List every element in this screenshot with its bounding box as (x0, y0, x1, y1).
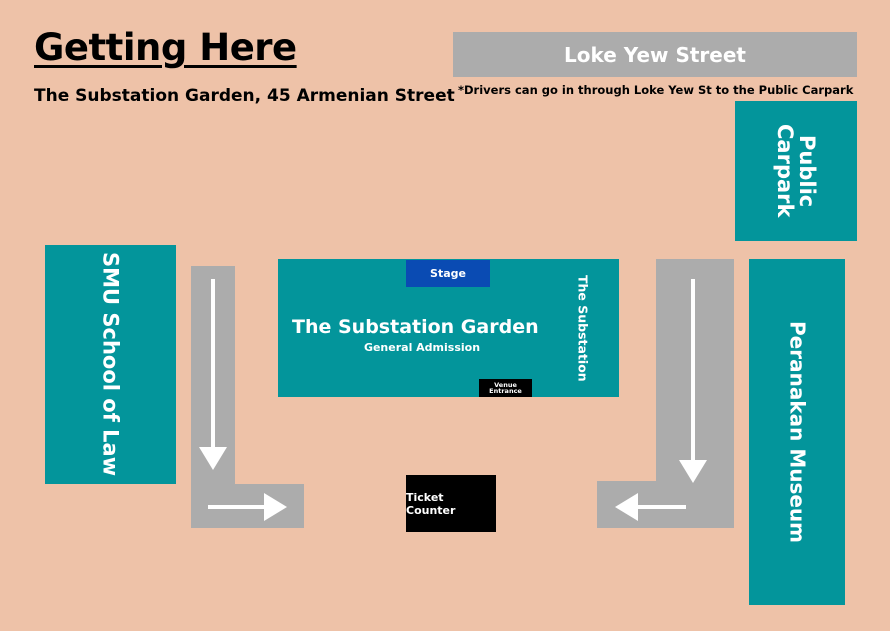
garden-admission: General Admission (363, 341, 481, 354)
arrow-right-icon (208, 493, 287, 521)
public-carpark: Public Carpark (735, 101, 857, 241)
venue-entrance: Venue Entrance (479, 379, 532, 397)
drivers-note: *Drivers can go in through Loke Yew St t… (458, 83, 854, 97)
ticket-counter: Ticket Counter (406, 475, 496, 532)
stage: Stage (406, 260, 490, 287)
peranakan-museum: Peranakan Museum (749, 259, 845, 605)
smu-school-of-law-label: SMU School of Law (98, 252, 123, 477)
public-carpark-label: Public Carpark (773, 124, 820, 218)
arrow-left-icon (615, 493, 686, 521)
peranakan-museum-label: Peranakan Museum (785, 320, 810, 543)
garden-name: The Substation Garden (292, 316, 539, 338)
arrow-down-left-icon (199, 279, 227, 470)
arrow-down-right-icon (679, 279, 707, 483)
loke-yew-street: Loke Yew Street (453, 32, 857, 77)
page-title: Getting Here (34, 26, 297, 69)
right-road-horizontal (597, 481, 734, 528)
smu-school-of-law: SMU School of Law (45, 245, 176, 484)
the-substation-label: The Substation (575, 274, 591, 382)
the-substation-building: The Substation (547, 259, 619, 397)
venue-address: The Substation Garden, 45 Armenian Stree… (34, 86, 455, 106)
